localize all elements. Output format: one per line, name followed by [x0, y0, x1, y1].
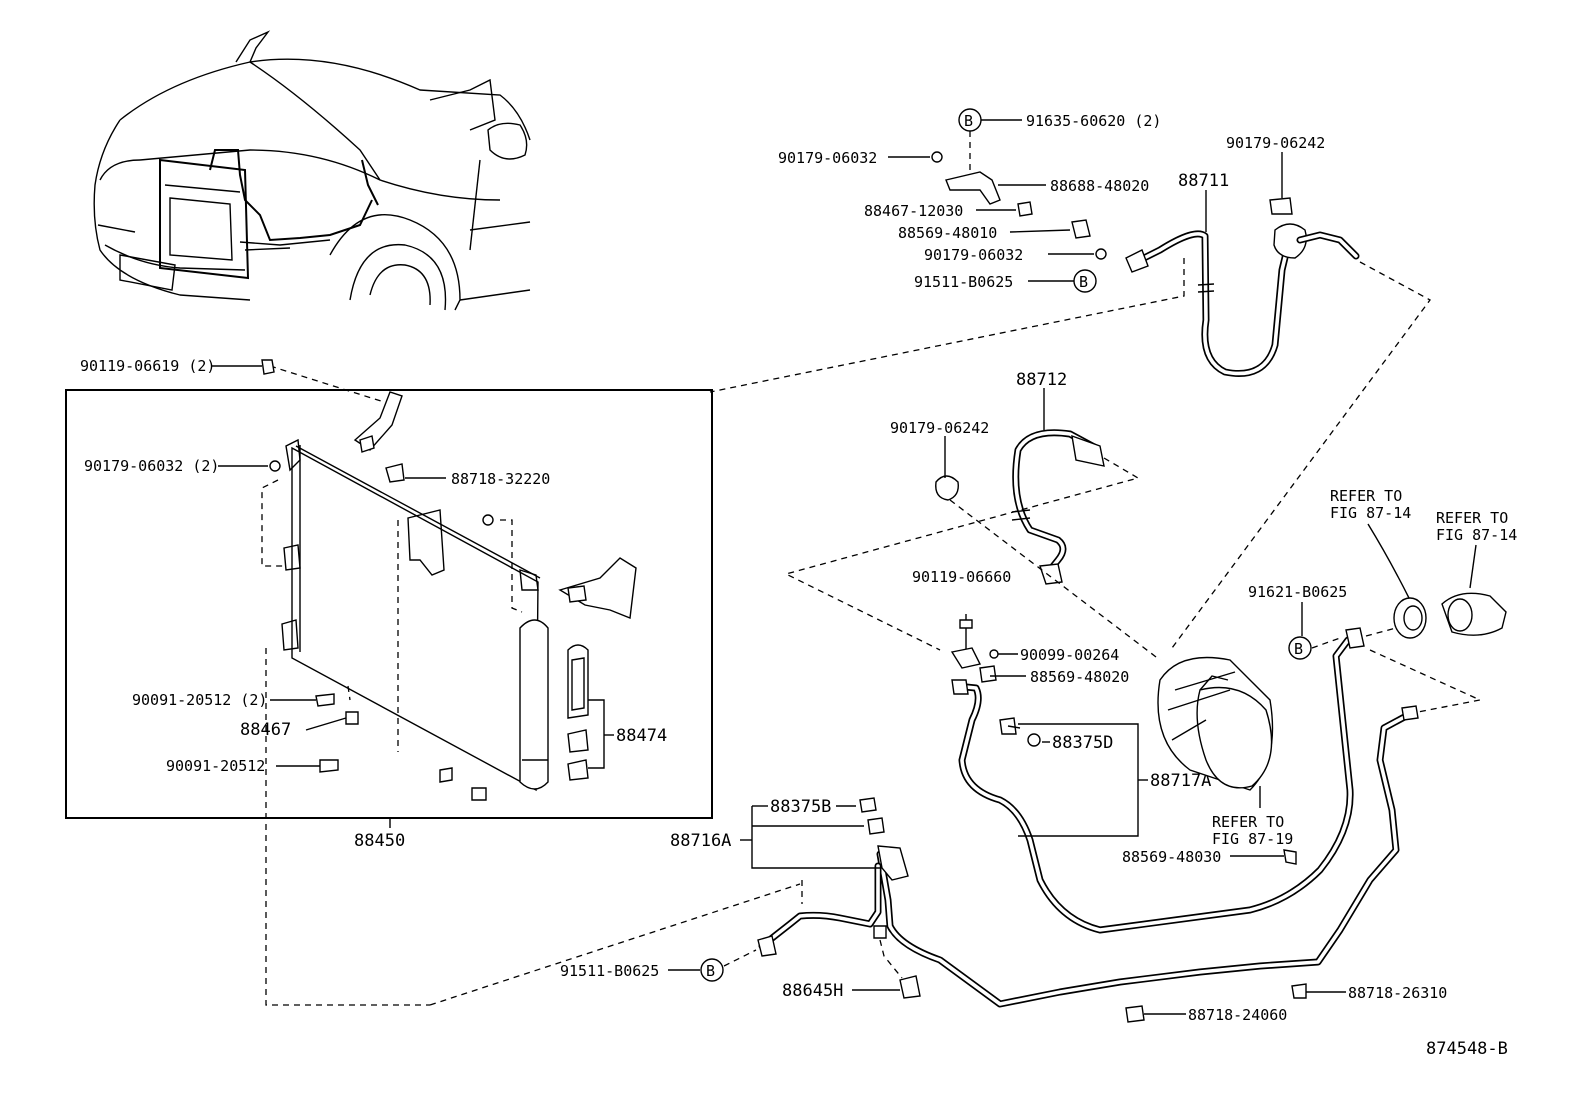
label-88375b: 88375B [770, 797, 831, 817]
label-88711: 88711 [1178, 171, 1229, 191]
hose-88712: 88712 90179-06242 [784, 370, 1161, 661]
label-88569-48020: 88569-48020 [1030, 668, 1129, 686]
label-88375d: 88375D [1052, 733, 1113, 753]
label-90179-06242-mid: 90179-06242 [890, 419, 989, 437]
top-bracket-cluster: B 91635-60620 (2) 90179-06032 88688-4802… [778, 108, 1161, 293]
label-90091-20512: 90091-20512 [166, 757, 265, 775]
label-88474: 88474 [616, 726, 667, 746]
svg-text:B: B [964, 112, 973, 130]
diagram-id: 874548-B [1426, 1039, 1508, 1059]
refer-87-14-b-line2: FIG 87-14 [1436, 526, 1517, 544]
svg-text:B: B [1079, 273, 1088, 291]
right-side-parts: REFER TO FIG 87-14 REFER TO FIG 87-14 91… [1248, 487, 1517, 713]
label-90119-06619: 90119-06619 (2) [80, 357, 215, 375]
label-90179-06032-top: 90179-06032 [778, 149, 877, 167]
label-90179-06032-mid: 90179-06032 [924, 246, 1023, 264]
condenser-assembly-box [65, 365, 713, 1006]
condenser-core [291, 446, 539, 792]
svg-text:B: B [706, 962, 715, 980]
refer-87-14-a-line2: FIG 87-14 [1330, 504, 1411, 522]
svg-text:B: B [1294, 640, 1303, 658]
label-88718-32220: 88718-32220 [451, 470, 550, 488]
pulley [1441, 592, 1507, 636]
label-88450: 88450 [354, 831, 405, 851]
label-90091-20512-2: 90091-20512 (2) [132, 691, 267, 709]
label-88718-26310: 88718-26310 [1348, 984, 1447, 1002]
label-88645h: 88645H [782, 981, 843, 1001]
label-88467: 88467 [240, 720, 291, 740]
label-88569-48010: 88569-48010 [898, 224, 997, 242]
pipe-88716a: 88375B 88716A B 91511-B0625 88645H 88718… [429, 705, 1447, 1024]
label-88716a: 88716A [670, 831, 731, 851]
compressor: REFER TO FIG 87-19 88569-48030 [1122, 656, 1297, 866]
refer-87-14-b-line1: REFER TO [1436, 509, 1508, 527]
label-91621-b0625: 91621-B0625 [1248, 583, 1347, 601]
label-90099-00264: 90099-00264 [1020, 646, 1119, 664]
bracket-88688 [945, 171, 1001, 205]
label-90179-06032-2: 90179-06032 (2) [84, 457, 219, 475]
label-88718-24060: 88718-24060 [1188, 1006, 1287, 1024]
label-88688-48020: 88688-48020 [1050, 177, 1149, 195]
refer-87-19-line2: FIG 87-19 [1212, 830, 1293, 848]
hose-88711: 88711 90179-06242 [709, 134, 1431, 649]
refer-87-14-a-line1: REFER TO [1330, 487, 1402, 505]
receiver-dryer [519, 619, 549, 790]
pipe-88717a: 88375D 88717A 90119-06660 90099-00264 88… [912, 568, 1365, 934]
label-90119-06660: 90119-06660 [912, 568, 1011, 586]
condenser-labels: 90119-06619 (2) 90179-06032 (2) 88718-32… [80, 357, 667, 851]
label-90179-06242-top: 90179-06242 [1226, 134, 1325, 152]
label-91511-b0625-top: 91511-B0625 [914, 273, 1013, 291]
label-88467-12030: 88467-12030 [864, 202, 963, 220]
label-91511-b0625-bot: 91511-B0625 [560, 962, 659, 980]
desiccant [567, 644, 589, 719]
label-88569-48030: 88569-48030 [1122, 848, 1221, 866]
label-91635-60620: 91635-60620 (2) [1026, 112, 1161, 130]
label-88717a: 88717A [1150, 771, 1211, 791]
label-88712: 88712 [1016, 370, 1067, 390]
assembly-border [65, 389, 713, 819]
clutch-shim [1393, 597, 1427, 639]
refer-87-19-line1: REFER TO [1212, 813, 1284, 831]
vehicle-front-illustration [93, 30, 531, 311]
